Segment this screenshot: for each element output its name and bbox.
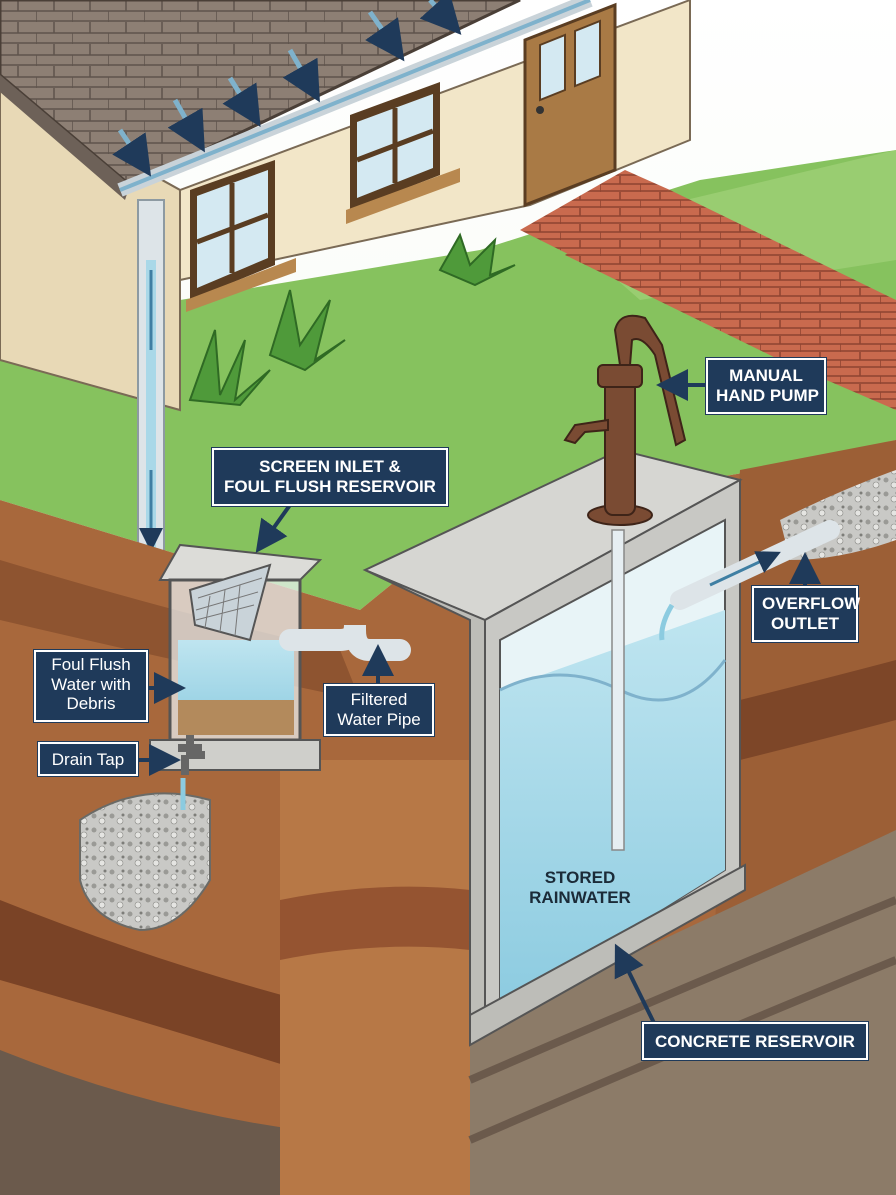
overflow-outlet-pipe [659,520,840,641]
label-line: STORED [544,868,616,887]
label-line: FOUL FLUSH RESERVOIR [224,476,436,496]
label-line: HAND PUMP [716,385,819,405]
window-right [346,82,460,224]
label-line: RAINWATER [529,888,631,908]
front-door [523,2,617,208]
label-line: Foul Flush [51,655,131,674]
label-line: Water Pipe [337,709,421,729]
label-overflow-outlet: OVERFLOW OUTLET [752,586,861,642]
label-filtered-water-pipe: Filtered Water Pipe [324,684,434,736]
label-line: OVERFLOW [762,594,861,613]
label-line: Drain Tap [51,750,125,769]
label-stored-rainwater: STORED RAINWATER [520,868,640,909]
house [0,0,691,412]
label-line: MANUAL [729,366,803,385]
gravel-soakaway [79,792,211,932]
label-line: CONCRETE RESERVOIR [655,1032,855,1051]
label-drain-tap: Drain Tap [38,742,138,776]
label-line: OUTLET [771,613,839,633]
foul-flush-reservoir [149,543,323,810]
drain-tap-icon [178,735,205,775]
rain-arrow-icons [112,0,462,177]
shrubs [188,232,516,407]
label-screen-inlet: SCREEN INLET & FOUL FLUSH RESERVOIR [212,448,448,506]
label-line: SCREEN INLET & [259,457,401,476]
brick-path [520,170,896,410]
label-concrete-reservoir: CONCRETE RESERVOIR [642,1022,868,1060]
label-manual-hand-pump: MANUAL HAND PUMP [706,358,826,414]
label-foul-flush: Foul Flush Water with Debris [34,650,148,722]
label-line: Water with [51,674,131,694]
label-line: Debris [66,694,116,714]
concrete-reservoir [362,448,746,1047]
leader-arrows [138,369,821,1026]
label-line: Filtered [350,690,408,709]
hand-pump-icon [563,314,687,526]
window-left [186,160,296,312]
